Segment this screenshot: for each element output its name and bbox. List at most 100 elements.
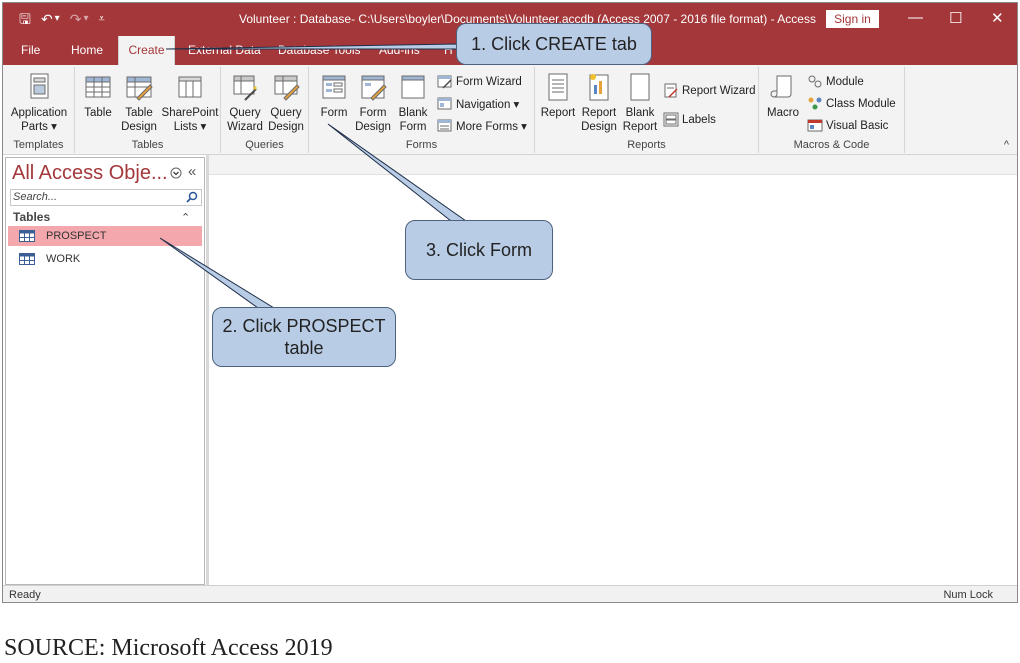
class-module-button[interactable]: Class Module bbox=[807, 96, 896, 111]
query-wizard-label-1: Query bbox=[229, 107, 261, 119]
navigation-label: Navigation ▾ bbox=[456, 98, 520, 111]
query-wizard-button[interactable]: Query Wizard bbox=[226, 72, 264, 134]
sign-in-button[interactable]: Sign in bbox=[826, 10, 879, 28]
report-wizard-label: Report Wizard bbox=[682, 84, 756, 97]
macro-label: Macro bbox=[767, 107, 799, 119]
status-text: Ready bbox=[9, 589, 41, 601]
collapse-section-icon[interactable]: ⌃ bbox=[181, 212, 191, 224]
more-forms-button[interactable]: More Forms ▾ bbox=[437, 118, 527, 133]
search-icon[interactable] bbox=[186, 191, 198, 203]
visual-basic-label: Visual Basic bbox=[826, 119, 889, 132]
window-title: Volunteer : Database- C:\Users\boyler\Do… bbox=[239, 12, 816, 26]
table-label: Table bbox=[84, 107, 112, 119]
save-icon[interactable]: 🖫 bbox=[19, 11, 31, 27]
redo-icon[interactable]: ↷ bbox=[69, 11, 82, 27]
group-queries: Query Wizard Query Design Queries bbox=[221, 67, 309, 153]
close-button[interactable]: ✕ bbox=[991, 10, 1004, 27]
nav-search-input[interactable]: Search... bbox=[10, 189, 202, 206]
form-button[interactable]: Form bbox=[317, 72, 351, 120]
group-macros-code: Macro Module Class Module Visual Basic M… bbox=[759, 67, 905, 153]
application-parts-button[interactable]: Application Parts ▾ bbox=[7, 72, 71, 134]
minimize-button[interactable]: — bbox=[908, 9, 923, 26]
pane-splitter[interactable] bbox=[206, 155, 209, 585]
report-design-icon bbox=[589, 74, 609, 101]
report-design-label-1: Report bbox=[581, 107, 617, 119]
sharepoint-lists-label-2: Lists ▾ bbox=[173, 121, 207, 133]
blank-form-button[interactable]: Blank Form bbox=[395, 72, 431, 134]
table-icon bbox=[19, 230, 35, 242]
table-design-label-1: Table bbox=[125, 107, 153, 119]
form-design-button[interactable]: Form Design bbox=[355, 72, 391, 134]
callout-step-1: 1. Click CREATE tab bbox=[456, 23, 652, 65]
visual-basic-button[interactable]: Visual Basic bbox=[807, 118, 888, 133]
form-design-label-1: Form bbox=[359, 107, 387, 119]
report-icon bbox=[548, 73, 568, 101]
report-wizard-icon bbox=[664, 83, 678, 98]
query-wizard-icon bbox=[233, 75, 257, 101]
sharepoint-lists-button[interactable]: SharePoint Lists ▾ bbox=[161, 72, 219, 134]
callout-step-3-text: 3. Click Form bbox=[425, 240, 532, 260]
callout-step-1-text: 1. Click CREATE tab bbox=[471, 34, 637, 54]
labels-label: Labels bbox=[682, 113, 716, 126]
undo-icon[interactable]: ↶ bbox=[40, 11, 53, 27]
workspace-area bbox=[209, 155, 1017, 585]
module-button[interactable]: Module bbox=[807, 74, 864, 89]
table-design-button[interactable]: Table Design bbox=[119, 72, 159, 134]
table-button[interactable]: Table bbox=[81, 72, 115, 120]
nav-pane-menu-icon[interactable] bbox=[170, 167, 182, 179]
callout-step-2-text-1: 2. Click PROSPECT bbox=[222, 316, 386, 336]
nav-search-placeholder: Search... bbox=[13, 191, 58, 203]
group-tables: Table Table Design SharePoint Lists ▾ Ta… bbox=[75, 67, 221, 153]
navigation-pane: All Access Obje... « Search... Tables ⌃ … bbox=[5, 157, 205, 585]
tab-help[interactable]: H bbox=[444, 43, 453, 57]
class-module-icon bbox=[808, 97, 822, 110]
report-design-button[interactable]: Report Design bbox=[579, 72, 619, 134]
class-module-label: Class Module bbox=[826, 97, 896, 110]
macro-button[interactable]: Macro bbox=[765, 72, 801, 120]
tab-create[interactable]: Create bbox=[118, 36, 175, 65]
nav-item-prospect[interactable]: PROSPECT bbox=[8, 226, 202, 246]
tab-add-ins[interactable]: Add-ins bbox=[379, 43, 420, 57]
tab-external-data[interactable]: External Data bbox=[188, 43, 261, 57]
query-design-button[interactable]: Query Design bbox=[266, 72, 306, 134]
shutter-bar-close-icon[interactable]: « bbox=[188, 163, 197, 180]
report-wizard-button[interactable]: Report Wizard bbox=[663, 83, 756, 98]
sharepoint-lists-label-1: SharePoint bbox=[161, 107, 219, 119]
tab-file[interactable]: File bbox=[21, 43, 41, 57]
report-button[interactable]: Report bbox=[539, 72, 577, 120]
tab-database-tools[interactable]: Database Tools bbox=[278, 43, 361, 57]
application-parts-icon bbox=[30, 73, 49, 99]
nav-item-work[interactable]: WORK bbox=[8, 249, 202, 269]
table-design-label-2: Design bbox=[121, 121, 157, 133]
navigation-button[interactable]: Navigation ▾ bbox=[437, 96, 519, 111]
restore-button[interactable]: ☐ bbox=[949, 10, 963, 27]
form-icon bbox=[322, 75, 346, 99]
application-parts-label-2: Parts ▾ bbox=[21, 121, 57, 133]
sharepoint-lists-icon bbox=[178, 76, 202, 98]
nav-pane-title[interactable]: All Access Obje... bbox=[12, 162, 168, 184]
report-design-label-2: Design bbox=[581, 121, 617, 133]
nav-item-label: WORK bbox=[46, 253, 81, 265]
form-wizard-button[interactable]: Form Wizard bbox=[437, 74, 522, 89]
redo-dropdown-icon[interactable]: ▾ bbox=[83, 13, 89, 24]
tab-home[interactable]: Home bbox=[71, 43, 104, 57]
customize-qat-icon[interactable]: ⩡ bbox=[98, 13, 105, 25]
blank-report-label-1: Blank bbox=[625, 107, 655, 119]
collapse-ribbon-icon[interactable]: ^ bbox=[1003, 139, 1009, 151]
query-design-icon bbox=[274, 75, 300, 101]
source-caption: SOURCE: Microsoft Access 2019 bbox=[4, 635, 333, 661]
blank-form-label-2: Form bbox=[399, 121, 427, 133]
more-forms-label: More Forms ▾ bbox=[456, 120, 527, 133]
blank-report-button[interactable]: Blank Report bbox=[621, 72, 659, 134]
query-design-label-1: Query bbox=[270, 107, 302, 119]
group-forms-label: Forms bbox=[405, 139, 438, 151]
quick-access-toolbar: 🖫 ↶ ▾ ↷ ▾ ⩡ bbox=[19, 11, 105, 27]
group-templates: Application Parts ▾ Templates bbox=[3, 67, 75, 153]
group-reports-label: Reports bbox=[627, 139, 666, 151]
undo-dropdown-icon[interactable]: ▾ bbox=[54, 13, 60, 24]
table-icon bbox=[19, 253, 35, 265]
labels-button[interactable]: Labels bbox=[663, 112, 716, 127]
tables-section-header[interactable]: Tables bbox=[13, 210, 51, 224]
ribbon: Application Parts ▾ Templates Table Tabl… bbox=[3, 65, 1017, 155]
table-icon bbox=[85, 76, 111, 98]
